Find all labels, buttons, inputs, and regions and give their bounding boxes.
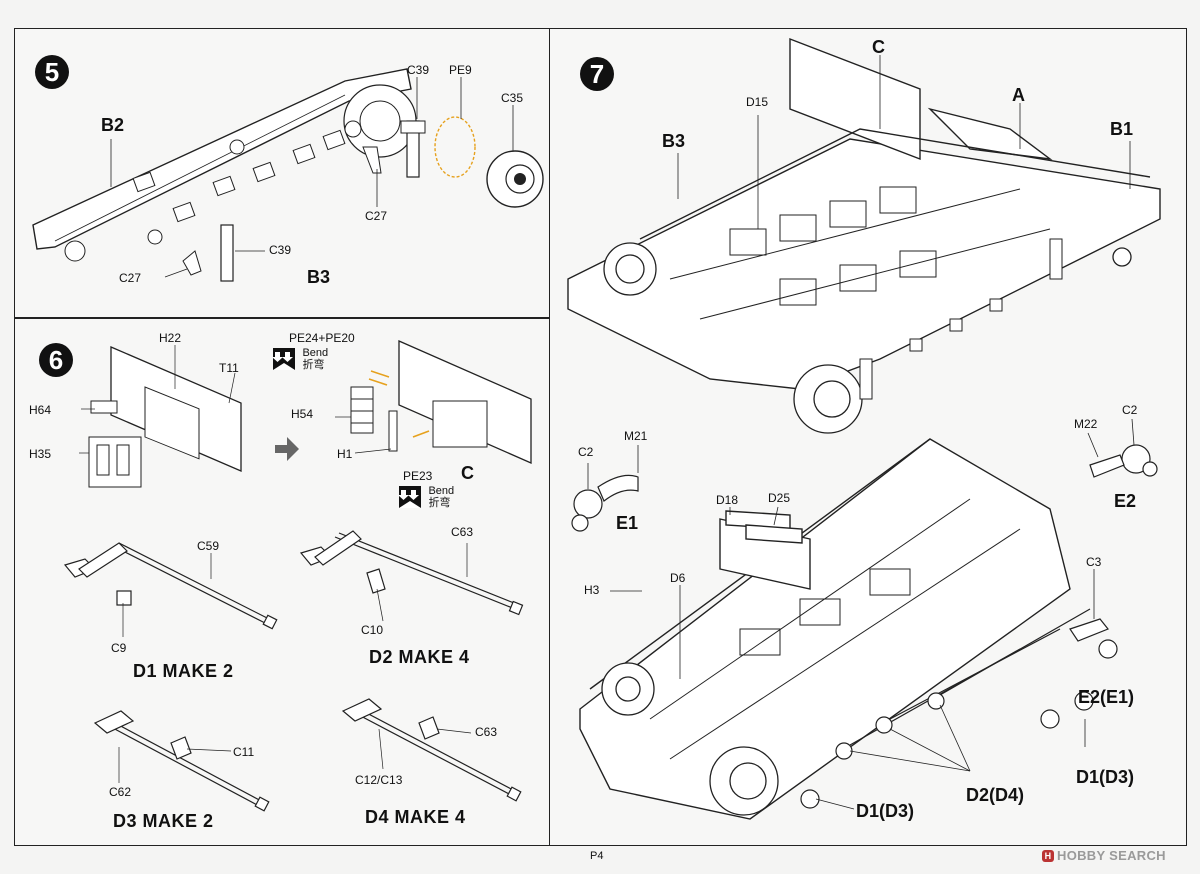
label-c2-right: C2 — [1122, 403, 1138, 417]
label-m21: M21 — [624, 429, 648, 443]
label-d25: D25 — [768, 491, 791, 505]
label-c3: C3 — [1086, 555, 1102, 569]
bend-icon — [272, 348, 295, 370]
page-number: P4 — [590, 850, 604, 862]
label-c2-left: C2 — [578, 445, 594, 459]
label-b1: B1 — [1110, 119, 1134, 139]
label-c27-low: C27 — [119, 271, 142, 285]
label-d1-d3-right: D1(D3) — [1076, 767, 1135, 787]
label-d2-d4: D2(D4) — [966, 785, 1025, 805]
step-5-illustration — [32, 68, 544, 282]
step-7-illustration — [567, 37, 1161, 820]
bend-label-en: Bend — [302, 347, 329, 359]
label-c: C — [872, 37, 885, 57]
label-c12-c13: C12/C13 — [355, 773, 403, 787]
step-6-number: 6 — [39, 343, 73, 377]
label-c63-b: C63 — [475, 725, 498, 739]
step-5-panel: 5 — [14, 28, 550, 318]
label-c59: C59 — [197, 539, 220, 553]
label-e2-e1: E2(E1) — [1078, 687, 1135, 707]
d2-make-4: D2 MAKE 4 — [369, 647, 470, 667]
label-c10: C10 — [361, 623, 384, 637]
label-b3: B3 — [307, 267, 331, 287]
bend-label-cn: 折弯 — [302, 359, 325, 371]
label-c27-mid: C27 — [365, 209, 388, 223]
hobby-search-logo-icon: H — [1042, 850, 1054, 862]
label-c63-a: C63 — [451, 525, 474, 539]
label-e1: E1 — [616, 513, 639, 533]
label-h35: H35 — [29, 447, 52, 461]
label-h64: H64 — [29, 403, 52, 417]
bend-icon — [398, 486, 421, 508]
label-h1: H1 — [337, 447, 353, 461]
bend-label-en: Bend — [428, 485, 455, 497]
step-6-illustration — [63, 340, 532, 812]
label-pe9: PE9 — [449, 63, 472, 77]
label-c62: C62 — [109, 785, 132, 799]
label-c: C — [461, 463, 474, 483]
step-5-number: 5 — [35, 55, 69, 89]
label-c39-low: C39 — [269, 243, 292, 257]
label-d1-d3-bottom: D1(D3) — [856, 801, 915, 821]
label-pe23: PE23 — [403, 469, 433, 483]
label-m22: M22 — [1074, 417, 1098, 431]
label-d15: D15 — [746, 95, 769, 109]
label-c9: C9 — [111, 641, 127, 655]
label-e2: E2 — [1114, 491, 1137, 511]
label-a: A — [1012, 85, 1025, 105]
label-d18: D18 — [716, 493, 739, 507]
d1-make-2: D1 MAKE 2 — [133, 661, 234, 681]
label-pe24-pe20: PE24+PE20 — [289, 331, 355, 345]
label-h3: H3 — [584, 583, 600, 597]
step-7-number: 7 — [580, 57, 614, 91]
label-c11: C11 — [233, 745, 255, 759]
label-h54: H54 — [291, 407, 314, 421]
label-c39-top: C39 — [407, 63, 430, 77]
watermark-text: HOBBY SEARCH — [1057, 848, 1166, 863]
label-h22: H22 — [159, 331, 182, 345]
step-6-panel: 6 — [14, 318, 550, 846]
label-b2: B2 — [101, 115, 125, 135]
label-b3: B3 — [662, 131, 686, 151]
label-d6: D6 — [670, 571, 686, 585]
step-7-panel: 7 — [549, 28, 1187, 846]
d4-make-4: D4 MAKE 4 — [365, 807, 466, 827]
label-c35: C35 — [501, 91, 524, 105]
bend-label-cn: 折弯 — [428, 497, 451, 509]
d3-make-2: D3 MAKE 2 — [113, 811, 214, 831]
label-t11: T11 — [219, 361, 239, 375]
